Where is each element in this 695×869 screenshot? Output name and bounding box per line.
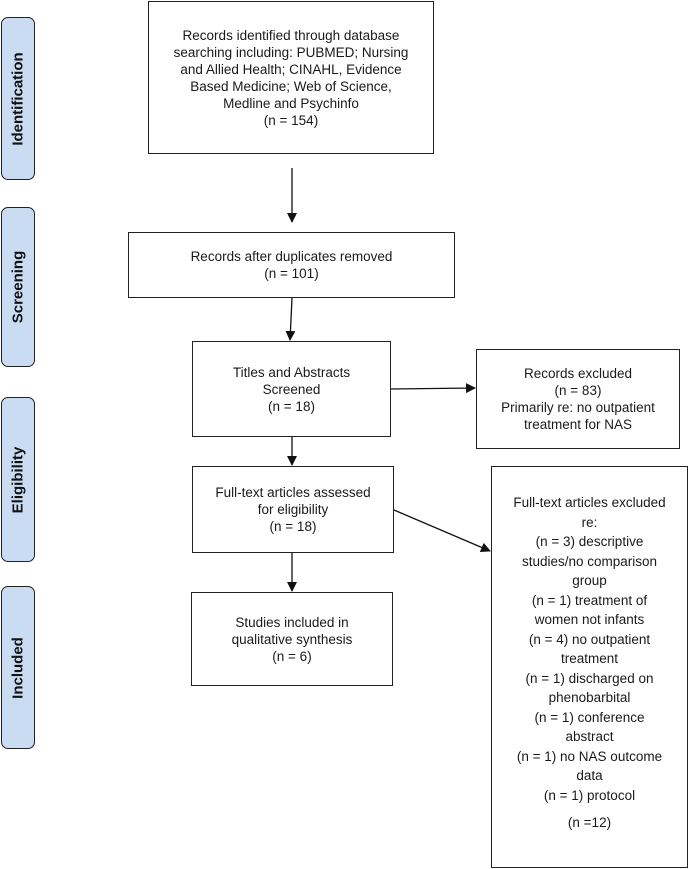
records-after-duplicates-box: Records after duplicates removed (n = 10… [128, 232, 455, 298]
studies-included-line: (n = 6) [272, 648, 312, 664]
records-excluded-box: Records excluded (n = 83) Primarily re: … [476, 349, 680, 449]
fulltext-excluded-line: women not infants [534, 612, 645, 627]
stage-included: Included [1, 586, 35, 749]
fulltext-excluded-line: data [576, 768, 603, 783]
after-duplicates-line: Records after duplicates removed [190, 249, 393, 264]
fulltext-assessed-line: Full-text articles assessed [215, 485, 371, 500]
stage-identification: Identification [1, 17, 35, 180]
records-identified-line: searching including: PUBMED; Nursing [173, 44, 409, 60]
records-excluded-line: treatment for NAS [523, 417, 633, 432]
fulltext-excluded-line: (n = 1) protocol [543, 787, 636, 803]
fulltext-excluded-line: (n = 1) discharged on [525, 670, 654, 686]
fulltext-excluded-line: re: [581, 514, 598, 530]
fulltext-excluded-line: studies/no comparison [521, 553, 658, 569]
records-excluded-line: (n = 83) [554, 383, 602, 398]
fulltext-excluded-line: (n = 3) descriptive [535, 534, 644, 549]
records-identified-line: Records identified through database [182, 27, 400, 43]
fulltext-excluded-line: (n = 1) treatment of [531, 592, 648, 608]
stage-eligibility: Eligibility [1, 397, 35, 562]
fulltext-assessed-line: (n = 18) [269, 519, 317, 534]
titles-abstracts-screened-box: Titles and Abstracts Screened (n = 18) [192, 341, 391, 437]
arrow-duplicates-to-screened [285, 297, 296, 341]
fulltext-excluded-box: Full-text articles excluded re: (n = 3) … [491, 466, 688, 868]
fulltext-excluded-line: Full-text articles excluded [513, 495, 666, 510]
records-identified-line: Based Medicine; Web of Science, [190, 78, 392, 94]
studies-included-line: Studies included in [235, 614, 349, 630]
arrow-screened-to-excluded [390, 383, 476, 394]
fulltext-assessed-line: for eligibility [257, 502, 329, 517]
records-identified-box: Records identified through database sear… [148, 1, 434, 154]
fulltext-excluded-line: (n = 1) no NAS outcome [516, 748, 663, 764]
studies-included-line: qualitative synthesis [231, 631, 353, 647]
fulltext-excluded-line: (n = 1) conference [534, 709, 645, 725]
records-identified-line: and Allied Health; CINAHL, Evidence [180, 61, 402, 77]
records-excluded-line: Records excluded [523, 366, 633, 381]
screened-line: Titles and Abstracts [232, 364, 351, 380]
screened-line: (n = 18) [268, 398, 315, 414]
screened-line: Screened [262, 381, 321, 397]
fulltext-excluded-line: treatment [560, 651, 619, 666]
after-duplicates-line: (n = 101) [264, 266, 319, 281]
fulltext-excluded-line: phenobarbital [548, 690, 631, 705]
records-identified-line: Medline and Psychinfo [223, 95, 359, 111]
fulltext-excluded-total: (n =12) [567, 815, 612, 830]
fulltext-excluded-line: abstract [565, 729, 614, 744]
records-excluded-line: Primarily re: no outpatient [501, 400, 655, 415]
records-identified-line: (n = 154) [263, 112, 319, 128]
studies-included-box: Studies included in qualitative synthesi… [191, 592, 393, 686]
fulltext-assessed-box: Full-text articles assessed for eligibil… [192, 466, 394, 553]
fulltext-excluded-line: group [572, 573, 607, 588]
stage-screening: Screening [1, 207, 35, 367]
fulltext-excluded-line: (n = 4) no outpatient [528, 631, 651, 647]
arrow-fulltext-to-excluded [393, 509, 491, 553]
